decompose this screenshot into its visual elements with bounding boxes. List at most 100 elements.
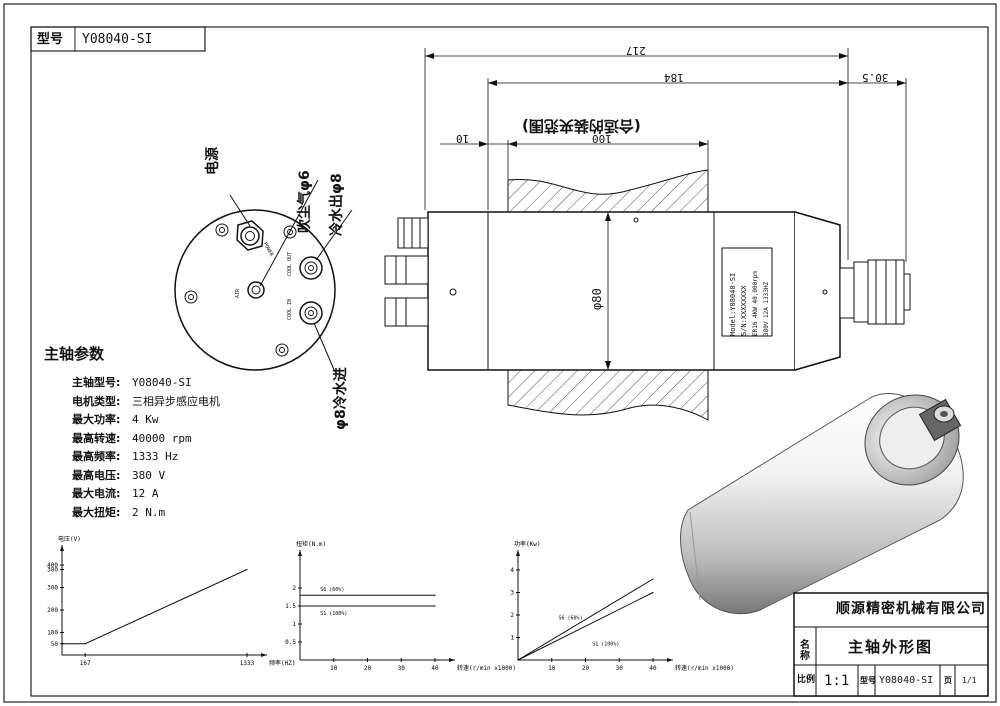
data-point xyxy=(434,594,436,596)
spec-value: 1333 Hz xyxy=(132,450,179,463)
tb-model-value: Y08040-SI xyxy=(879,675,934,686)
x-tick-label: 20 xyxy=(582,665,590,672)
nameplate: Model:Y08040-SI S/N:XXXXXXXX ER16 4KW 40… xyxy=(728,250,774,336)
y-tick-label: 1 xyxy=(292,621,296,628)
spec-label: 电机类型: xyxy=(72,394,121,408)
dim-184: 184 xyxy=(664,71,684,84)
y-axis-arrow xyxy=(298,550,302,556)
clamp-note: (合适的装夹范围) xyxy=(522,117,641,135)
spec-row: 最高转速:40000 rpm xyxy=(72,430,192,446)
spec-row: 主轴型号: Y08040-SI xyxy=(72,374,192,390)
data-point xyxy=(299,594,301,596)
label-air-small: AIR xyxy=(235,288,241,298)
x-axis-label: 频率(HZ) xyxy=(269,659,295,667)
x-tick-label: 1333 xyxy=(240,660,255,667)
label-cool-in-small: COOL IN xyxy=(287,298,293,320)
spec-value: Y08040-SI xyxy=(132,376,192,389)
y-tick-label: 2 xyxy=(292,585,296,592)
sheet-value: 1/1 xyxy=(962,676,977,685)
specs-title: 主轴参数 xyxy=(44,345,105,363)
front-view xyxy=(174,179,353,373)
x-tick-label: 167 xyxy=(80,660,91,667)
label-coolant-out: 冷水出φ8 xyxy=(329,173,345,236)
x-axis-arrow xyxy=(449,658,455,662)
series-label: S6 (60%) xyxy=(320,587,344,593)
y-axis-label: 功率(Kw) xyxy=(514,540,540,548)
y-tick-label: 400 xyxy=(47,562,58,569)
data-point xyxy=(61,643,63,645)
y-tick-label: 100 xyxy=(47,630,58,637)
series-line xyxy=(517,578,654,661)
dim-10: 10 xyxy=(456,132,470,145)
spec-row: 最高电压:380 V xyxy=(72,467,165,483)
y-tick-label: 300 xyxy=(47,585,58,592)
spec-label: 最大功率: xyxy=(72,413,121,426)
nameplate-sn: S/N:XXXXXXXX xyxy=(740,285,748,336)
drawing-name: 主轴外形图 xyxy=(848,638,934,656)
data-point xyxy=(84,643,86,645)
data-point xyxy=(652,578,654,580)
data-point xyxy=(246,568,248,571)
spec-row: 最大扭矩: 2 N.m xyxy=(72,504,165,520)
scale-label: 比例 xyxy=(797,675,816,685)
spec-value: 12 A xyxy=(132,487,159,500)
label-power: 电源 xyxy=(205,147,221,175)
header-model-label: 型号 xyxy=(37,32,64,47)
x-tick-label: 40 xyxy=(431,665,439,672)
y-axis-arrow xyxy=(60,545,64,551)
y-tick-label: 4 xyxy=(510,567,514,574)
x-axis-label: 转速(r/min x1000) xyxy=(457,664,516,672)
y-tick-label: 380 xyxy=(47,567,58,574)
label-cool-out-small: COOL OUT xyxy=(287,251,293,276)
dim-80: φ80 xyxy=(590,288,604,310)
spec-label: 最大扭矩: xyxy=(72,505,121,519)
y-tick-label: 1 xyxy=(510,635,514,642)
spec-label: 最高频率: xyxy=(72,450,121,463)
nameplate-line3: ER16 4KW 40,000rpm xyxy=(752,270,759,336)
y-tick-label: 2 xyxy=(510,612,514,619)
data-point xyxy=(299,605,301,607)
data-point xyxy=(434,605,436,607)
spec-row: 最大功率:4 Kw xyxy=(72,411,159,427)
y-tick-label: 50 xyxy=(51,641,59,648)
spec-label: 最高电压: xyxy=(72,468,121,482)
y-tick-label: 1.5 xyxy=(285,603,296,610)
series-line xyxy=(62,569,248,645)
dim-30-5: 30.5 xyxy=(862,71,889,84)
x-tick-label: 10 xyxy=(330,665,338,672)
spec-label: 最大电流: xyxy=(72,487,121,500)
spec-row: 电机类型:三相异步感应电机 xyxy=(72,393,220,409)
label-coolant-in: φ8冷水进 xyxy=(333,367,349,430)
data-point xyxy=(652,591,654,594)
label-air: 吹尘气φ6 xyxy=(297,170,313,233)
y-tick-label: 0.5 xyxy=(285,639,296,646)
series-label: S6 (60%) xyxy=(559,616,583,622)
y-tick-label: 200 xyxy=(47,607,58,614)
x-axis-arrow xyxy=(261,653,267,657)
spec-label: 主轴型号: xyxy=(72,376,121,389)
header-model-value: Y08040-SI xyxy=(82,32,153,47)
spec-row: 最大电流: 12 A xyxy=(72,485,159,501)
series-line xyxy=(517,592,654,661)
y-axis-label: 扭矩(N.m) xyxy=(296,540,326,548)
name-label: 名称 xyxy=(800,640,810,662)
nameplate-model: Model:Y08040-SI xyxy=(729,272,737,336)
x-tick-label: 20 xyxy=(364,665,372,672)
spec-value: 40000 rpm xyxy=(132,431,192,445)
series-label: S1 (100%) xyxy=(320,611,347,617)
x-tick-label: 30 xyxy=(616,665,624,672)
side-view xyxy=(384,48,911,421)
y-axis-arrow xyxy=(516,550,520,556)
dim-217: 217 xyxy=(626,44,646,57)
x-tick-label: 30 xyxy=(398,665,406,672)
y-tick-label: 3 xyxy=(510,590,514,597)
x-axis-label: 转速(r/min x1000) xyxy=(675,664,734,672)
spindle-render xyxy=(680,393,964,615)
spec-row: 最高频率: 1333 Hz xyxy=(72,448,178,464)
tb-model-label: 型号 xyxy=(860,676,876,685)
spec-value: 2 N.m xyxy=(132,505,166,519)
title-block xyxy=(793,592,989,697)
x-axis-arrow xyxy=(667,658,673,662)
series-label: S1 (100%) xyxy=(592,642,619,648)
